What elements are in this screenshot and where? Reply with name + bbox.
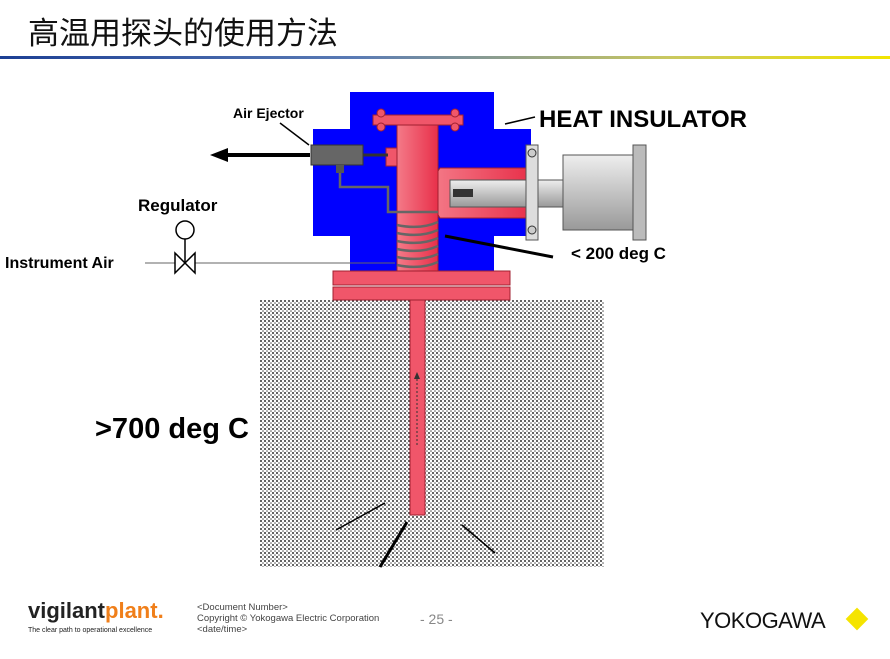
probe-screw — [453, 189, 473, 197]
doc-number: <Document Number> — [197, 602, 288, 613]
high-temp-label: >700 deg C — [95, 413, 249, 445]
regulator-valve — [174, 220, 196, 275]
copyright: Copyright © Yokogawa Electric Corporatio… — [197, 613, 380, 624]
page-number: - 25 - — [420, 611, 453, 627]
footer-meta: <Document Number> Copyright © Yokogawa E… — [197, 602, 379, 635]
base-plate-bottom — [332, 286, 511, 301]
yokogawa-logo: YOKOGAWA — [700, 608, 826, 633]
slide-title: 高温用探头的使用方法 — [28, 16, 338, 52]
mounting-flange — [525, 144, 539, 241]
base-plate-top — [332, 270, 511, 286]
air-ejector-label: Air Ejector — [233, 105, 304, 121]
probe-housing — [562, 154, 634, 231]
low-temp-label: < 200 deg C — [571, 244, 666, 263]
header-rule — [0, 56, 890, 59]
instrument-air-label: Instrument Air — [5, 255, 114, 272]
air-ejector — [310, 144, 364, 166]
regulator-label: Regulator — [138, 196, 218, 215]
cooling-coil — [338, 172, 439, 269]
housing-flange — [632, 144, 647, 241]
heat-insulator-label: HEAT INSULATOR — [539, 106, 747, 133]
top-flange — [372, 114, 464, 126]
vigilantplant-logo: vigilantplant. — [28, 598, 164, 623]
hot-zone-ground — [260, 300, 604, 567]
vertical-pipe — [396, 124, 439, 272]
logo-tagline: The clear path to operational excellence — [28, 627, 153, 634]
date: <date/time> — [197, 624, 248, 635]
